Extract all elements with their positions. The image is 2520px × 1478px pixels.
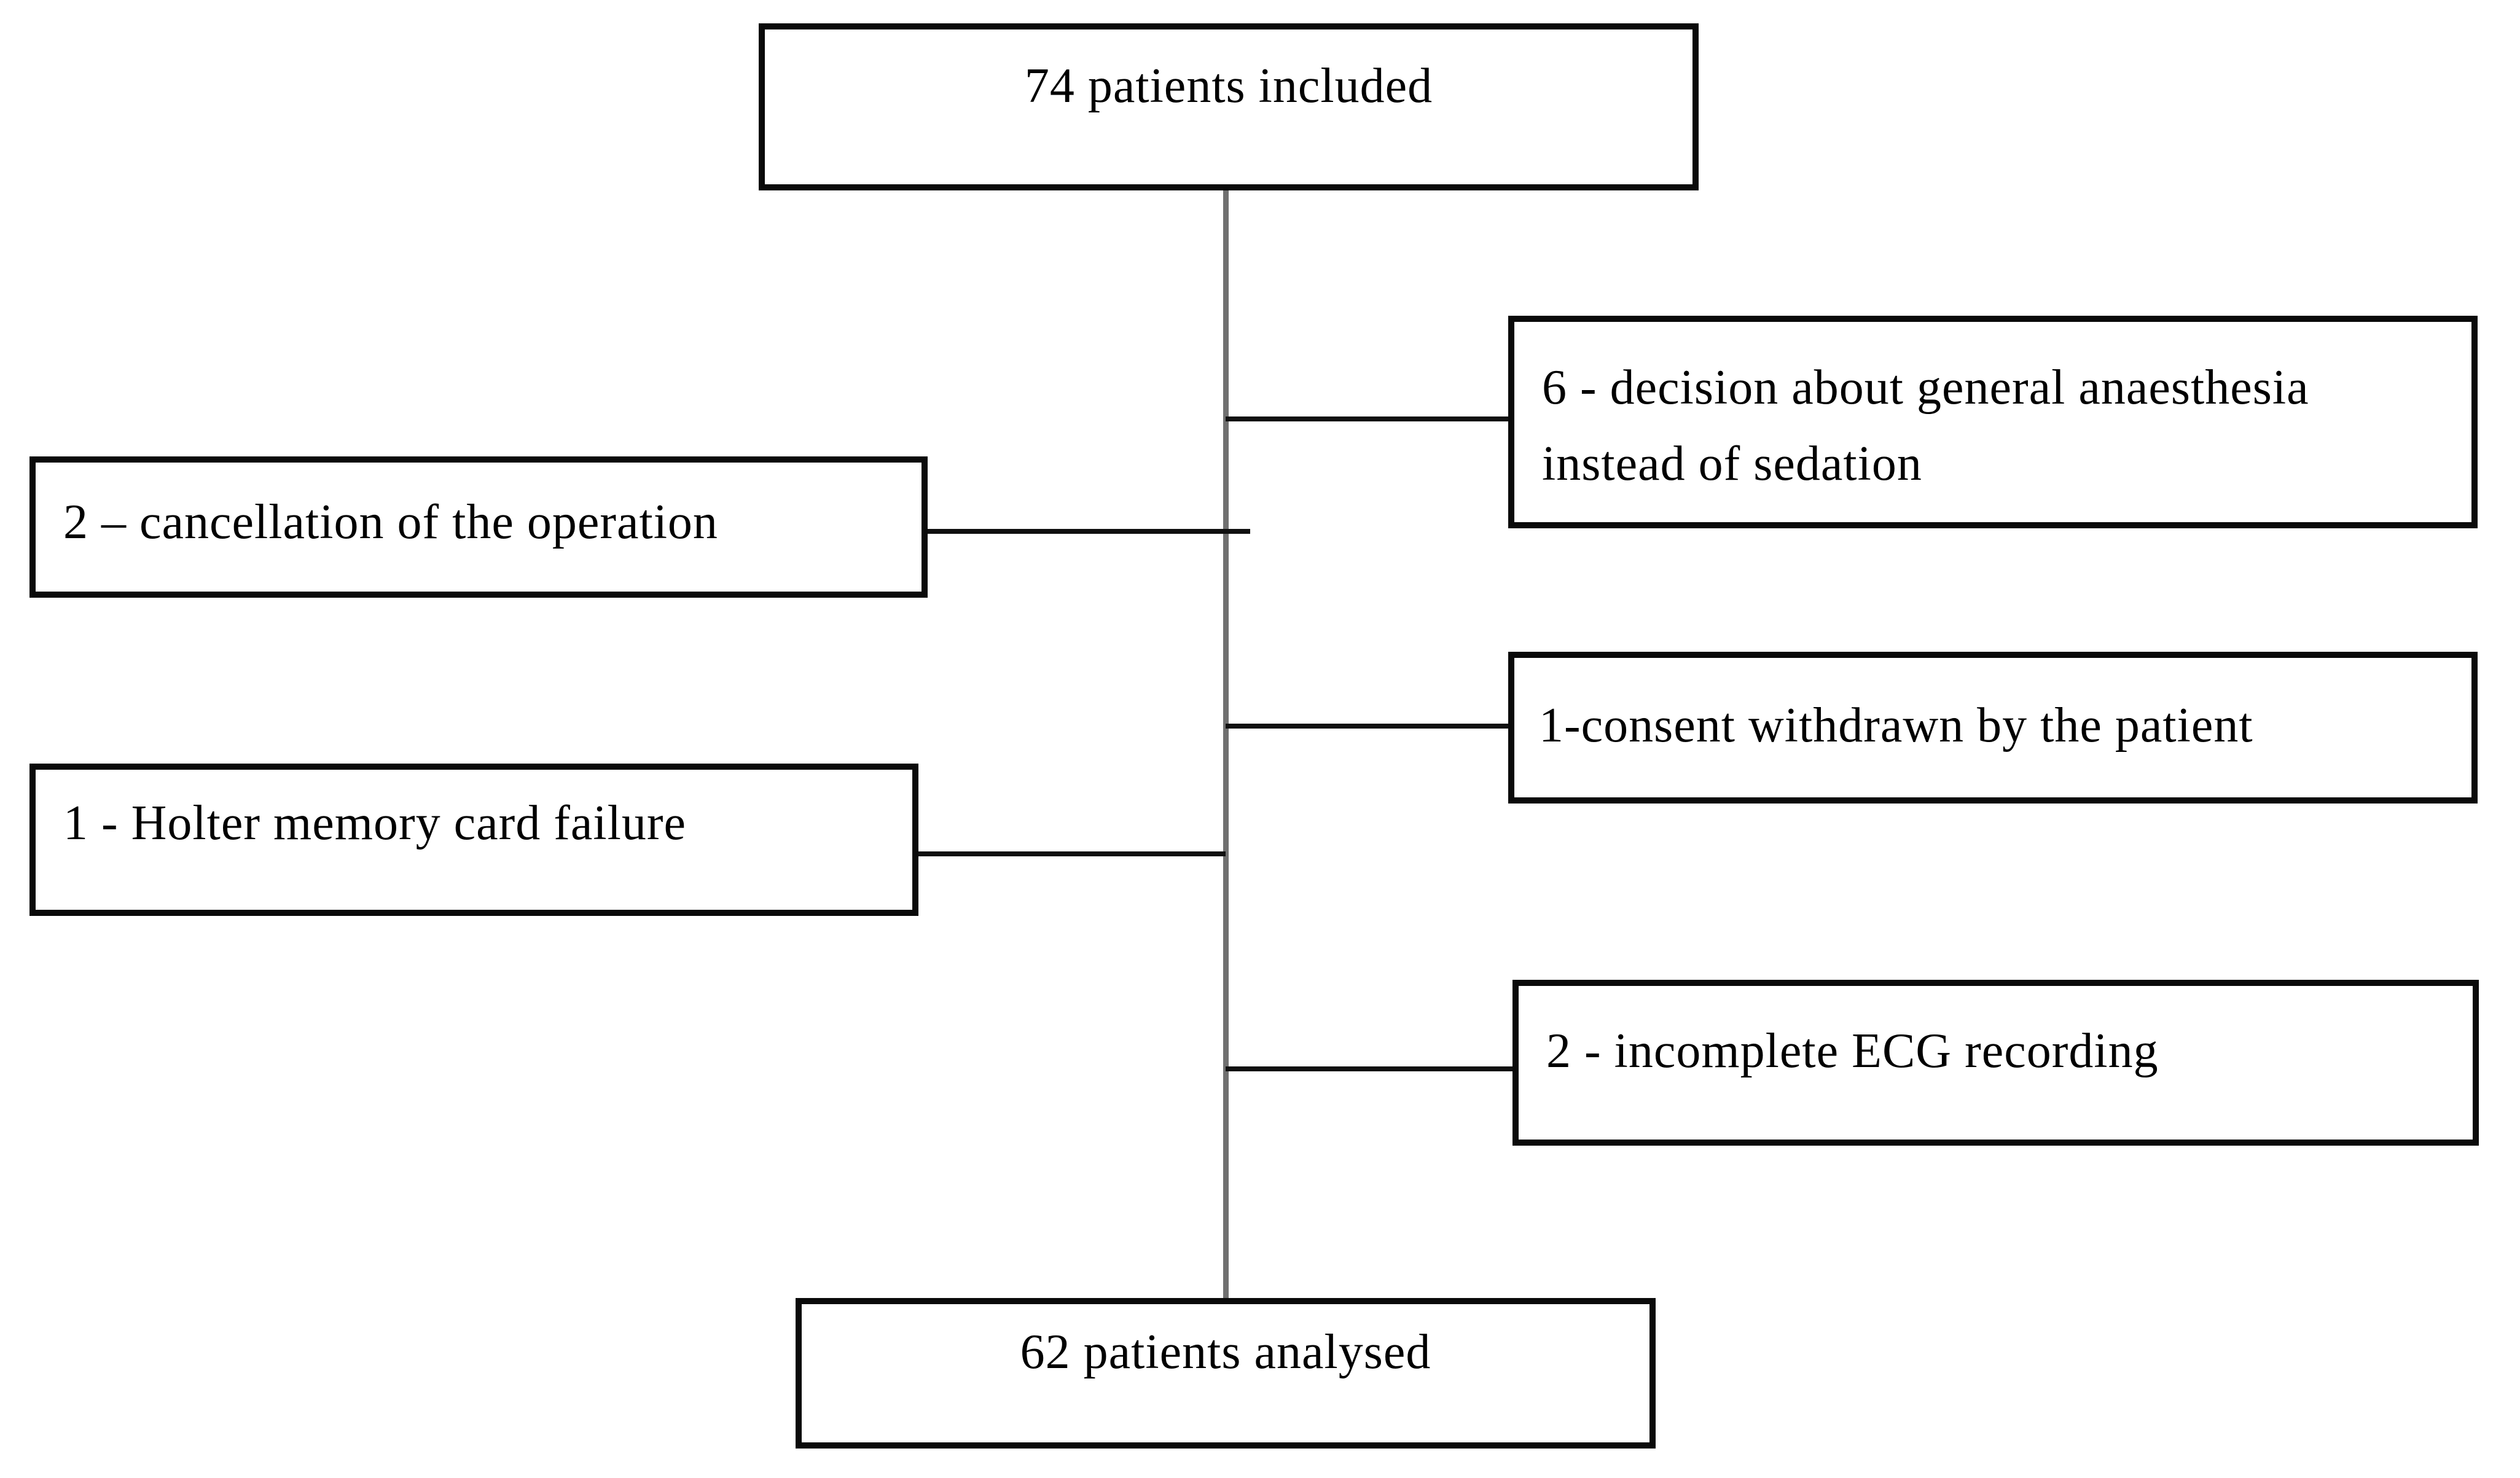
node-excluded-consent-withdrawn: 1-consent withdrawn by the patient (1508, 652, 2478, 804)
branch-connector-holter-failure (918, 851, 1226, 856)
node-excluded-holter-failure: 1 - Holter memory card failure (29, 764, 918, 916)
spine-connector (1223, 190, 1229, 1321)
branch-connector-general-anaesthesia (1226, 416, 1511, 421)
branch-connector-cancellation (928, 529, 1250, 534)
node-excluded-general-anaesthesia: 6 - decision about general anaesthesia i… (1508, 316, 2478, 528)
node-analysed: 62 patients analysed (796, 1298, 1656, 1449)
node-excluded-incomplete-ecg: 2 - incomplete ECG recording (1512, 980, 2479, 1146)
node-included: 74 patients included (759, 23, 1699, 190)
node-excluded-cancellation: 2 – cancellation of the operation (29, 456, 928, 598)
branch-connector-consent-withdrawn (1226, 724, 1511, 729)
branch-connector-incomplete-ecg (1226, 1066, 1516, 1071)
